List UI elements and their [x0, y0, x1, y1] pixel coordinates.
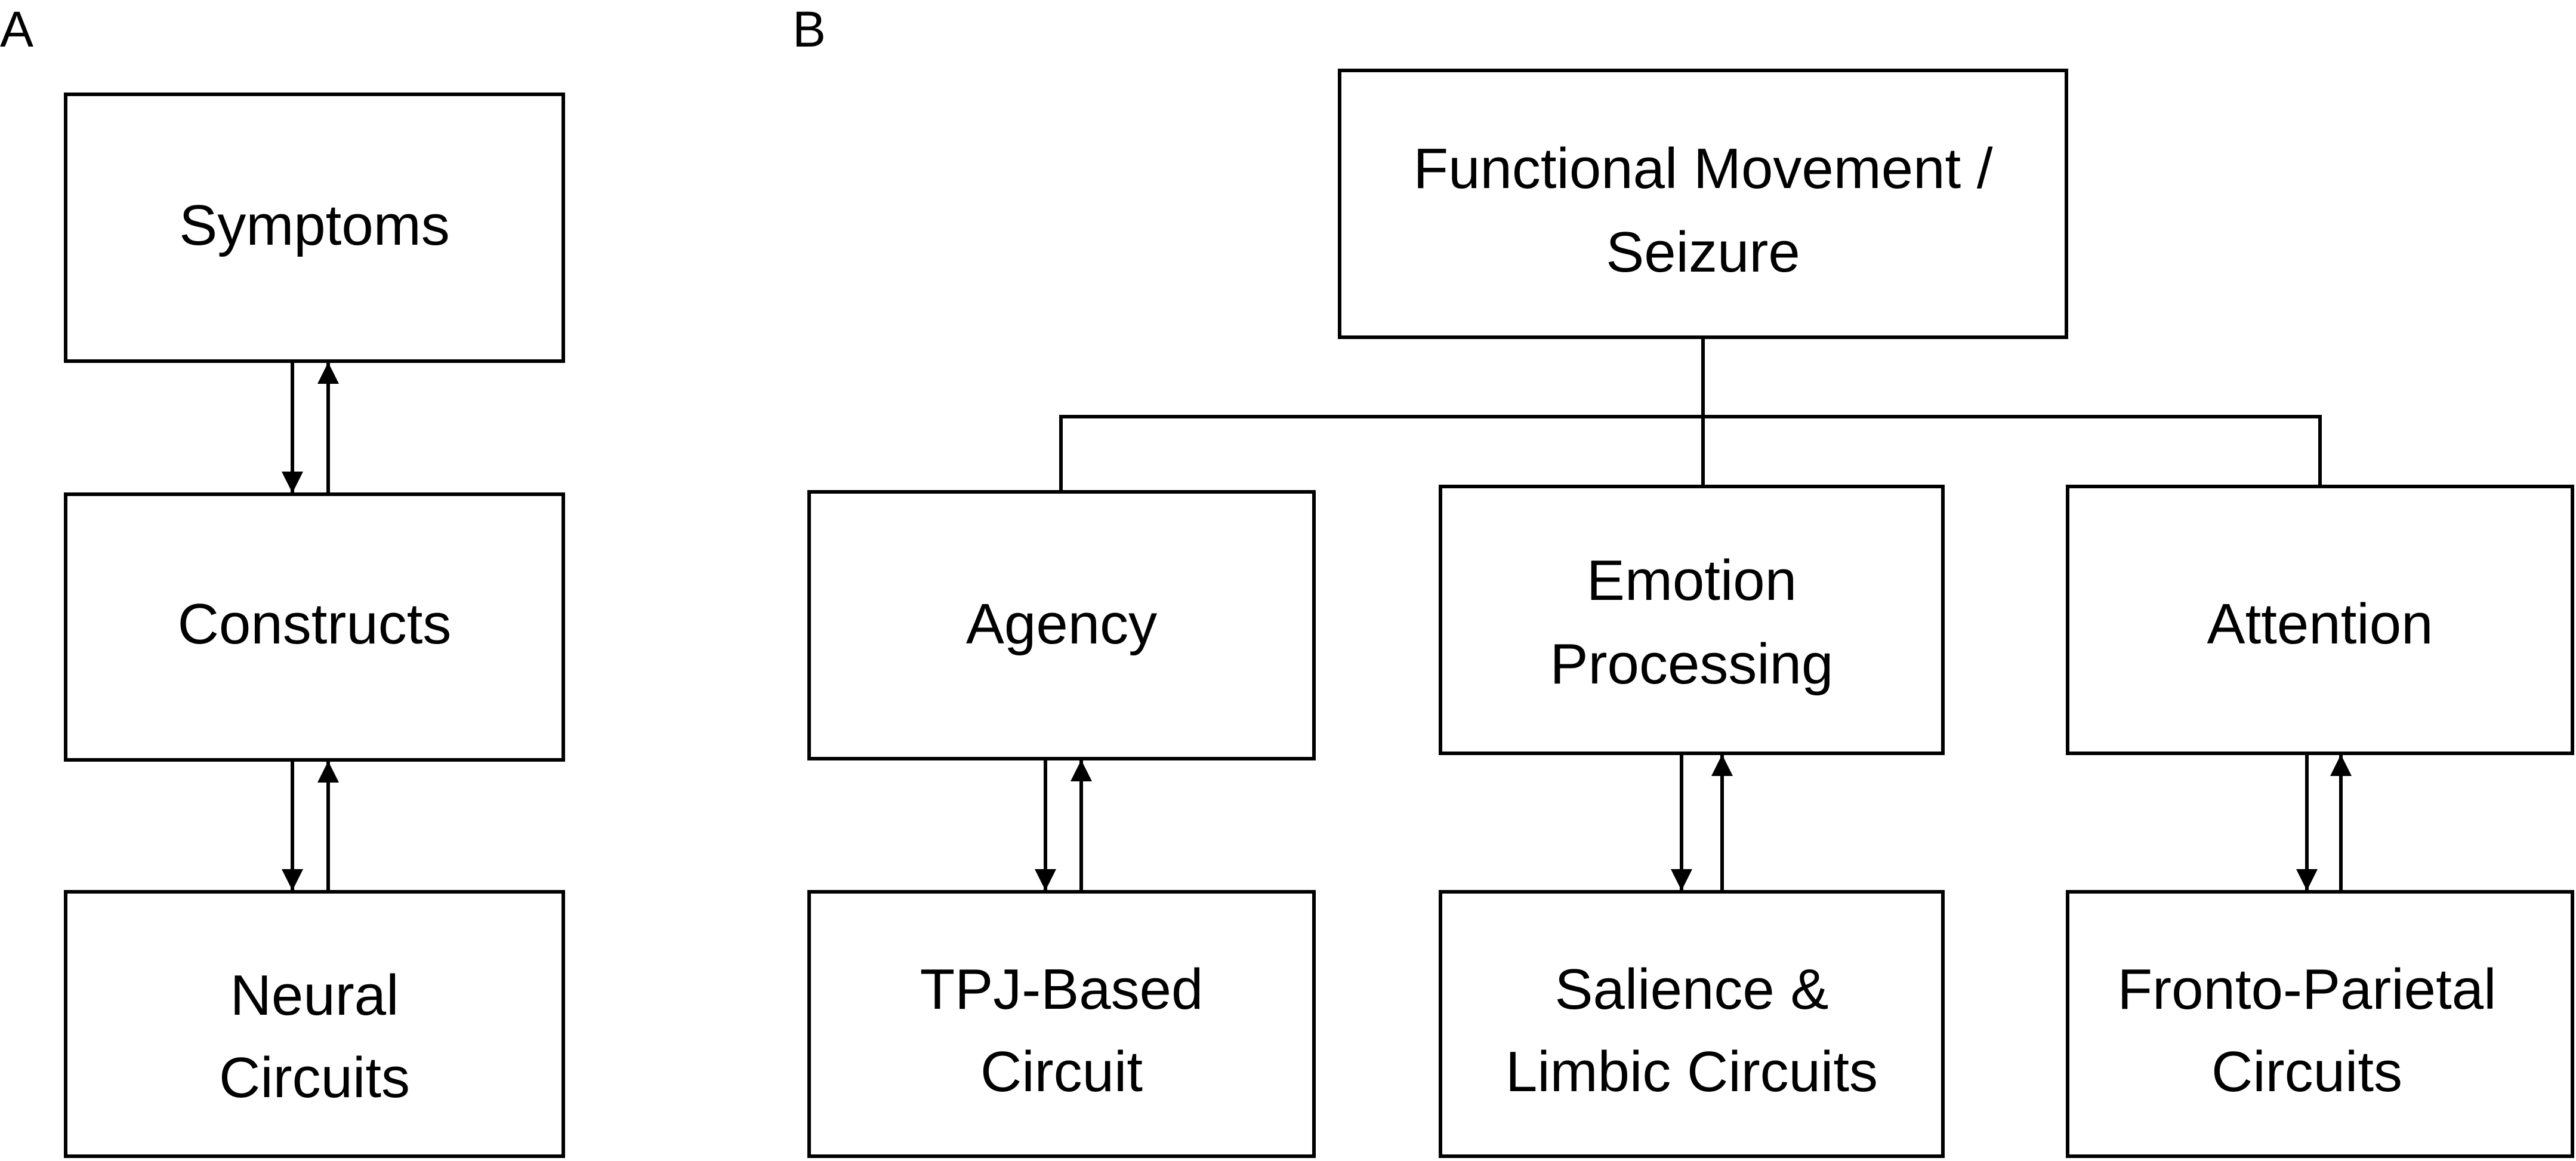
salience-limbic-circuits-label-line2: Limbic Circuits: [1506, 1040, 1878, 1104]
tpj-based-circuit-label-line1: TPJ-Based: [920, 957, 1204, 1021]
panel-a-label: A: [0, 1, 33, 57]
agency-box: [807, 490, 1316, 760]
attention-label: Attention: [2207, 592, 2433, 656]
fronto-parietal-circuits-label-line1: Fronto-Parietal: [2118, 957, 2497, 1021]
salience-limbic-circuits-label-line1: Salience &: [1555, 957, 1829, 1021]
constructs-label: Constructs: [178, 592, 452, 656]
symptoms-box: [64, 93, 565, 363]
neural-circuits-box: [64, 890, 565, 1158]
functional-movement-seizure-box: [1338, 69, 2068, 339]
panel-b-label: B: [792, 1, 826, 57]
tpj-based-circuit-box: [807, 890, 1316, 1158]
emotion-processing-label-line2: Processing: [1550, 632, 1834, 696]
symptoms-label: Symptoms: [179, 193, 449, 257]
constructs-box: [64, 492, 565, 762]
panel-b: Functional Movement / Seizure Agency Emo…: [807, 69, 2574, 1158]
emotion-processing-label-line1: Emotion: [1587, 549, 1797, 612]
panel-a: Symptoms Constructs Neural Circuits: [64, 93, 565, 1158]
salience-limbic-circuits-box: [1439, 890, 1945, 1158]
attention-box: [2066, 485, 2574, 755]
functional-movement-seizure-label-line2: Seizure: [1606, 220, 1800, 284]
emotion-processing-box: [1439, 485, 1945, 755]
functional-movement-seizure-label-line1: Functional Movement /: [1413, 137, 1992, 201]
tpj-based-circuit-label-line2: Circuit: [980, 1040, 1143, 1104]
neural-circuits-label-line2: Circuits: [219, 1046, 410, 1110]
fronto-parietal-circuits-box: [2066, 890, 2574, 1158]
agency-label: Agency: [966, 592, 1157, 656]
neural-circuits-label-line1: Neural: [230, 963, 399, 1027]
fronto-parietal-circuits-label-line2: Circuits: [2211, 1040, 2402, 1104]
